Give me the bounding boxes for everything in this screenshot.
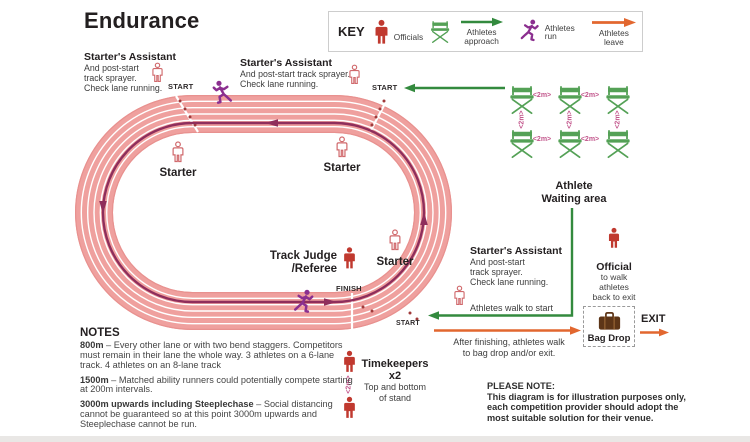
exit-official-icon	[606, 227, 622, 249]
exit-arrow	[640, 328, 669, 337]
starter-2-icon	[334, 136, 350, 158]
start-label-bottom: START	[396, 320, 420, 327]
starters-assistant-1: Starter's Assistant And post-start track…	[84, 51, 204, 94]
key-legend: KEY Officials Athletes approach Athletes…	[328, 11, 643, 52]
suitcase-icon	[596, 310, 623, 332]
starter-2-label: Starter	[323, 162, 361, 174]
official-person-icon	[372, 19, 391, 45]
exit-official-body: to walk athletes back to exit	[592, 272, 636, 303]
please-note-title: PLEASE NOTE:	[487, 381, 555, 391]
key-item-officials: Officials	[372, 19, 423, 45]
exit-label: EXIT	[641, 313, 666, 325]
stagger-dots	[178, 99, 419, 321]
notes-title: NOTES	[80, 327, 120, 339]
timekeepers-block: Timekeepers x2 Top and bottom of stand	[356, 358, 434, 403]
starters-assistant-3-title: Starter's Assistant	[470, 245, 562, 257]
starters-assistant-2: Starter's Assistant And post-start track…	[240, 57, 375, 90]
start-label-top-left: START	[168, 82, 194, 91]
finish-label: FINISH	[336, 284, 362, 293]
spacing-label-vertical: <2m>	[566, 110, 574, 129]
exit-official-title: Official	[596, 261, 632, 273]
starter-1-icon	[170, 141, 186, 163]
starters-assistant-3-icon	[452, 285, 467, 306]
timekeepers-title: Timekeepers	[361, 358, 429, 370]
timekeepers-count: x2	[388, 370, 402, 383]
page-title: Endurance	[84, 8, 200, 33]
running-track	[75, 95, 452, 330]
starters-assistant-1-icon	[150, 62, 165, 83]
orange-arrow-icon	[591, 17, 636, 27]
note-800m: 800m – Every other lane or with two bend…	[80, 340, 343, 370]
key-officials-label: Officials	[393, 31, 424, 42]
notes-body: 800m – Every other lane or with two bend…	[80, 340, 356, 435]
chair-icon	[557, 129, 583, 159]
chair-icon	[605, 129, 631, 159]
walk-to-start-arrow	[428, 208, 574, 320]
athlete-run-path	[99, 119, 428, 306]
please-note-body: This diagram is for illustration purpose…	[487, 391, 686, 424]
note-1500m: 1500m – Matched ability runners could po…	[80, 374, 353, 395]
key-item-approach: Athletes approach	[430, 17, 510, 45]
key-item-run: Athletes run	[517, 19, 585, 44]
start-label-top-right: START	[372, 83, 398, 92]
starter-3-icon	[387, 229, 403, 251]
bottom-edge-strip	[0, 436, 750, 442]
starters-assistant-2-body: And post-start track sprayer. Check lane…	[240, 69, 351, 90]
chair-icon	[509, 129, 535, 159]
spacing-label-vertical: <2m>	[614, 110, 622, 129]
runner-icon	[517, 19, 542, 44]
please-note: PLEASE NOTE: This diagram is for illustr…	[487, 381, 687, 424]
spacing-label: <2m>	[532, 92, 552, 99]
lane-dividers	[80, 100, 447, 325]
starters-assistant-1-title: Starter's Assistant	[84, 51, 176, 63]
bag-drop-zone: Bag Drop	[583, 306, 635, 347]
after-finish-label: After finishing, athletes walk to bag dr…	[453, 337, 565, 358]
key-item-leave: Athletes leave	[591, 17, 636, 47]
starters-assistant-1-body: And post-start track sprayer. Check lane…	[84, 63, 163, 94]
walk-to-start-label: Athletes walk to start	[470, 303, 554, 313]
track-judge-label: Track Judge /Referee	[269, 250, 337, 275]
starter-1-label: Starter	[159, 167, 197, 179]
starters-assistant-3-body: And post-start track sprayer. Check lane…	[470, 257, 549, 288]
chair-icon	[430, 18, 450, 46]
leave-arrow	[434, 326, 581, 335]
starters-assistant-2-title: Starter's Assistant	[240, 57, 332, 69]
spacing-label-vertical: <2m>	[518, 110, 526, 129]
timekeepers-body: Top and bottom of stand	[363, 382, 427, 403]
athlete-waiting-area-label: Athlete Waiting area	[541, 180, 607, 205]
spacing-label: <2m>	[580, 136, 600, 143]
key-approach-label: Athletes approach	[464, 27, 499, 46]
key-leave-label: Athletes leave	[598, 27, 629, 47]
note-3000m: 3000m upwards including Steeplechase – S…	[80, 399, 333, 429]
spacing-label: <2m>	[580, 92, 600, 99]
spacing-label: <2m>	[532, 136, 552, 143]
approach-arrow-top	[404, 83, 505, 93]
green-arrow-icon	[460, 18, 503, 27]
track-judge-icon	[341, 246, 358, 270]
bag-drop-label: Bag Drop	[587, 332, 631, 344]
starters-assistant-2-icon	[347, 64, 362, 85]
key-run-label: Athletes run	[544, 22, 575, 42]
starters-assistant-3: Starter's Assistant And post-start track…	[470, 245, 580, 288]
starter-3-label: Starter	[376, 256, 414, 268]
key-title: KEY	[338, 24, 365, 39]
